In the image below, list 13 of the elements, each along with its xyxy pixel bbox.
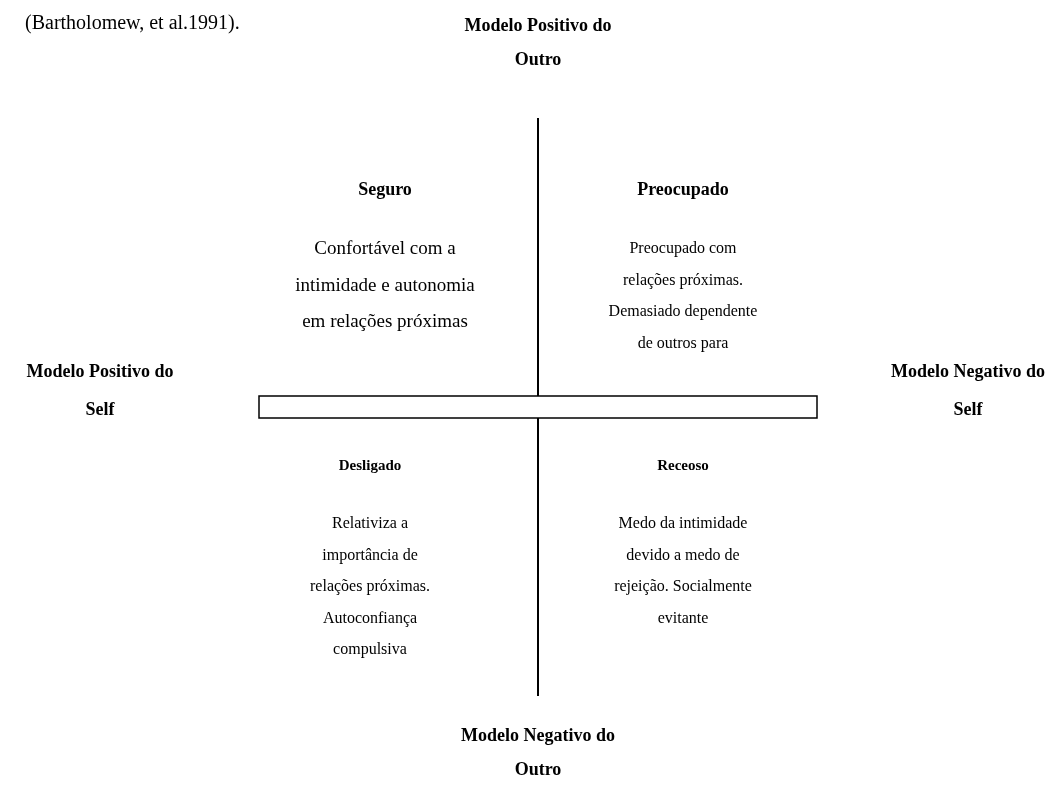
quadrant-description: Medo da intimidade devido a medo de rejeição. Socialmente evitante: [613, 513, 753, 628]
axis-label: Modelo Positivo do Outro: [463, 14, 613, 71]
quadrant-description: Confortável com a intimidade e autonomia em relações próximas: [294, 236, 476, 333]
quadrant-title: Receoso: [656, 456, 710, 475]
quadrant-description: Relativiza a importância de relações próximas. Autoconfiança compulsiva: [309, 513, 431, 660]
axis-label: Modelo Negativo do Outro: [460, 724, 616, 781]
quadrant-title: Preocupado: [636, 178, 730, 201]
quadrant-title: Desligado: [337, 456, 403, 475]
axis-label: Modelo Negativo do Self: [890, 360, 1046, 421]
quadrant-title: Seguro: [357, 178, 413, 201]
quadrant-description: Preocupado com relações próximas. Demasiado dependente de outros para: [608, 238, 758, 354]
axis-label: Modelo Positivo do Self: [25, 360, 175, 421]
citation-text: (Bartholomew, et al.1991).: [25, 10, 241, 36]
